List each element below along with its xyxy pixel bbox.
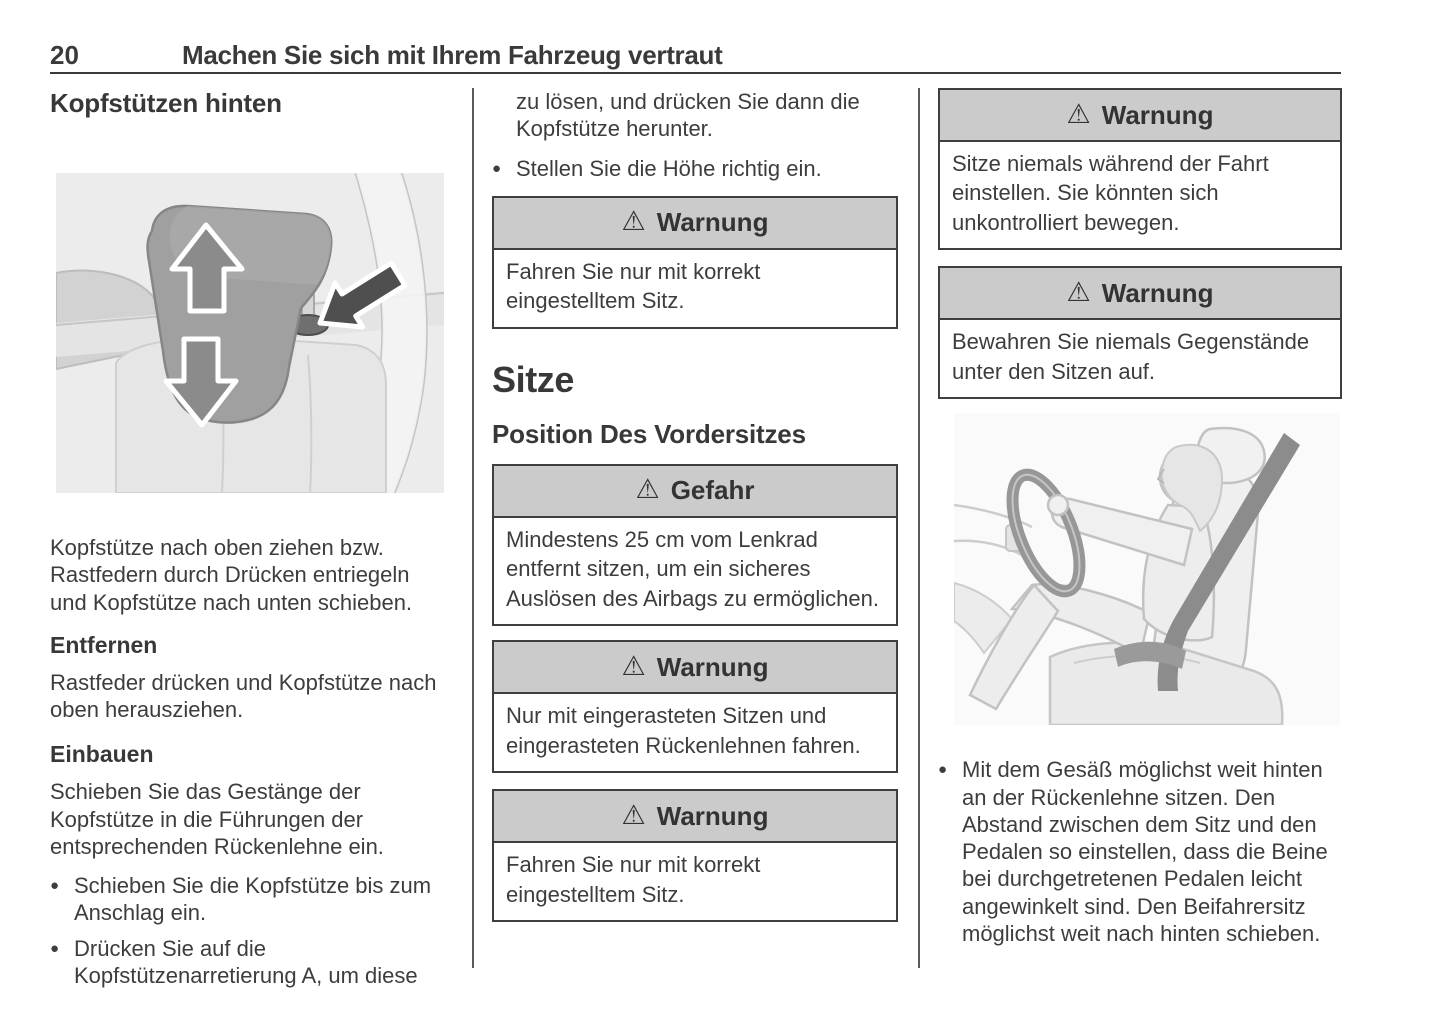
warning-box-body: Sitze niemals während der Fahrt einstell… (952, 151, 1269, 235)
danger-box-title: Gefahr (670, 475, 755, 506)
bullet-icon: ● (50, 939, 60, 957)
list-item-text: Schieben Sie die Kopfstütze bis zum Ansc… (74, 873, 432, 926)
warning-box-header: ⚠ Warnung (494, 791, 896, 844)
subheading-position-des-vordersitzes: Position Des Vordersitzes (492, 418, 806, 449)
paragraph: Kopfstütze nach oben ziehen bzw. Rastfed… (50, 535, 413, 615)
down-arrow-icon (163, 336, 239, 428)
warning-box-body: Bewahren Sie niemals Gegenstände unter d… (952, 329, 1310, 384)
steering-wheel (1006, 469, 1086, 598)
warning-triangle-icon: ⚠ (621, 650, 646, 681)
header-rule (50, 72, 1341, 74)
page-number: 20 (50, 40, 79, 70)
section-heading-kopfstuetzen-hinten: Kopfstützen hinten (50, 88, 282, 118)
dashboard-line (953, 504, 1033, 529)
column-3: ⚠ Warnung Sitze niemals während der Fahr… (938, 88, 1342, 947)
warning-box-body: Nur mit eingerasteten Sitzen und eingera… (506, 703, 861, 758)
warning-box-header: ⚠ Warnung (940, 90, 1340, 142)
page-title: Machen Sie sich mit Ihrem Fahrzeug vertr… (182, 40, 723, 70)
list-item: ● Drücken Sie auf die Kopfstützenarretie… (50, 935, 450, 990)
warning-box: ⚠ Warnung Fahren Sie nur mit korrekt ein… (492, 789, 898, 923)
warning-box-body: Fahren Sie nur mit korrekt eingestelltem… (506, 852, 761, 907)
list-item: ● Stellen Sie die Höhe richtig ein. (492, 155, 898, 182)
up-arrow-icon (169, 222, 245, 314)
list-item: ● Mit dem Gesäß möglichst weit hinten an… (938, 756, 1342, 947)
danger-box-body: Mindestens 25 cm vom Lenkrad entfernt si… (506, 526, 879, 611)
paragraph: Schieben Sie das Gestänge der Kopfstütze… (50, 779, 384, 859)
column-divider-left (472, 88, 474, 968)
section-heading-sitze: Sitze (492, 358, 575, 400)
warning-triangle-icon: ⚠ (621, 206, 646, 237)
bullet-icon: ● (938, 761, 948, 779)
driver-hair (1160, 444, 1224, 533)
bullet-icon: ● (50, 877, 60, 895)
driver-shin (968, 583, 1060, 712)
list-item: ● Schieben Sie die Kopfstütze bis zum An… (50, 872, 450, 927)
warning-triangle-icon: ⚠ (1066, 276, 1091, 307)
warning-box-title: Warnung (656, 651, 769, 682)
seatbelt-shoulder-strap (1157, 433, 1300, 692)
paragraph: Rastfeder drücken und Kopfstütze nach ob… (50, 669, 437, 723)
headrest-illustration (55, 172, 445, 494)
warning-box-title: Warnung (656, 800, 769, 831)
warning-triangle-icon: ⚠ (621, 799, 646, 830)
warning-box-body: Fahren Sie nur mit korrekt eingestelltem… (506, 258, 761, 314)
danger-box: ⚠ Gefahr Mindestens 25 cm vom Lenkrad en… (492, 463, 898, 627)
driver-face-profile (1156, 468, 1165, 485)
release-pointer-arrow-icon (317, 260, 408, 330)
subheading-einbauen: Einbauen (50, 741, 154, 768)
subheading-entfernen: Entfernen (50, 631, 158, 658)
warning-box-header: ⚠ Warnung (494, 642, 896, 695)
column-2: zu lösen, und drücken Sie dann die Kopfs… (492, 88, 898, 923)
column-1: Kopfstützen hinten (50, 88, 450, 989)
warning-box-title: Warnung (1101, 99, 1214, 130)
driver-position-illustration (953, 413, 1340, 727)
warning-box: ⚠ Warnung Sitze niemals während der Fahr… (938, 88, 1342, 251)
warning-box: ⚠ Warnung Bewahren Sie niemals Gegenstän… (938, 266, 1342, 400)
list-item-text: Drücken Sie auf die Kopfstützenarretieru… (74, 935, 418, 988)
warning-triangle-icon: ⚠ (635, 474, 660, 505)
warning-box-header: ⚠ Warnung (494, 197, 896, 250)
warning-box-title: Warnung (1101, 277, 1214, 308)
warning-box: ⚠ Warnung Nur mit eingerasteten Sitzen u… (492, 640, 898, 774)
warning-triangle-icon: ⚠ (1066, 98, 1091, 129)
column-divider-right (918, 88, 920, 968)
warning-box-header: ⚠ Warnung (940, 268, 1340, 321)
driver-hand (1046, 494, 1070, 517)
list-item-text: Stellen Sie die Höhe richtig ein. (516, 155, 822, 181)
warning-box-title: Warnung (656, 207, 769, 238)
list-item-text: Mit dem Gesäß möglichst weit hinten an d… (962, 757, 1328, 946)
danger-box-header: ⚠ Gefahr (494, 465, 896, 518)
seatbelt-lap-strap (1114, 642, 1186, 670)
paragraph-continuation: zu lösen, und drücken Sie dann die Kopfs… (516, 89, 860, 142)
warning-box: ⚠ Warnung Fahren Sie nur mit korrekt ein… (492, 195, 898, 329)
bullet-icon: ● (492, 159, 502, 177)
